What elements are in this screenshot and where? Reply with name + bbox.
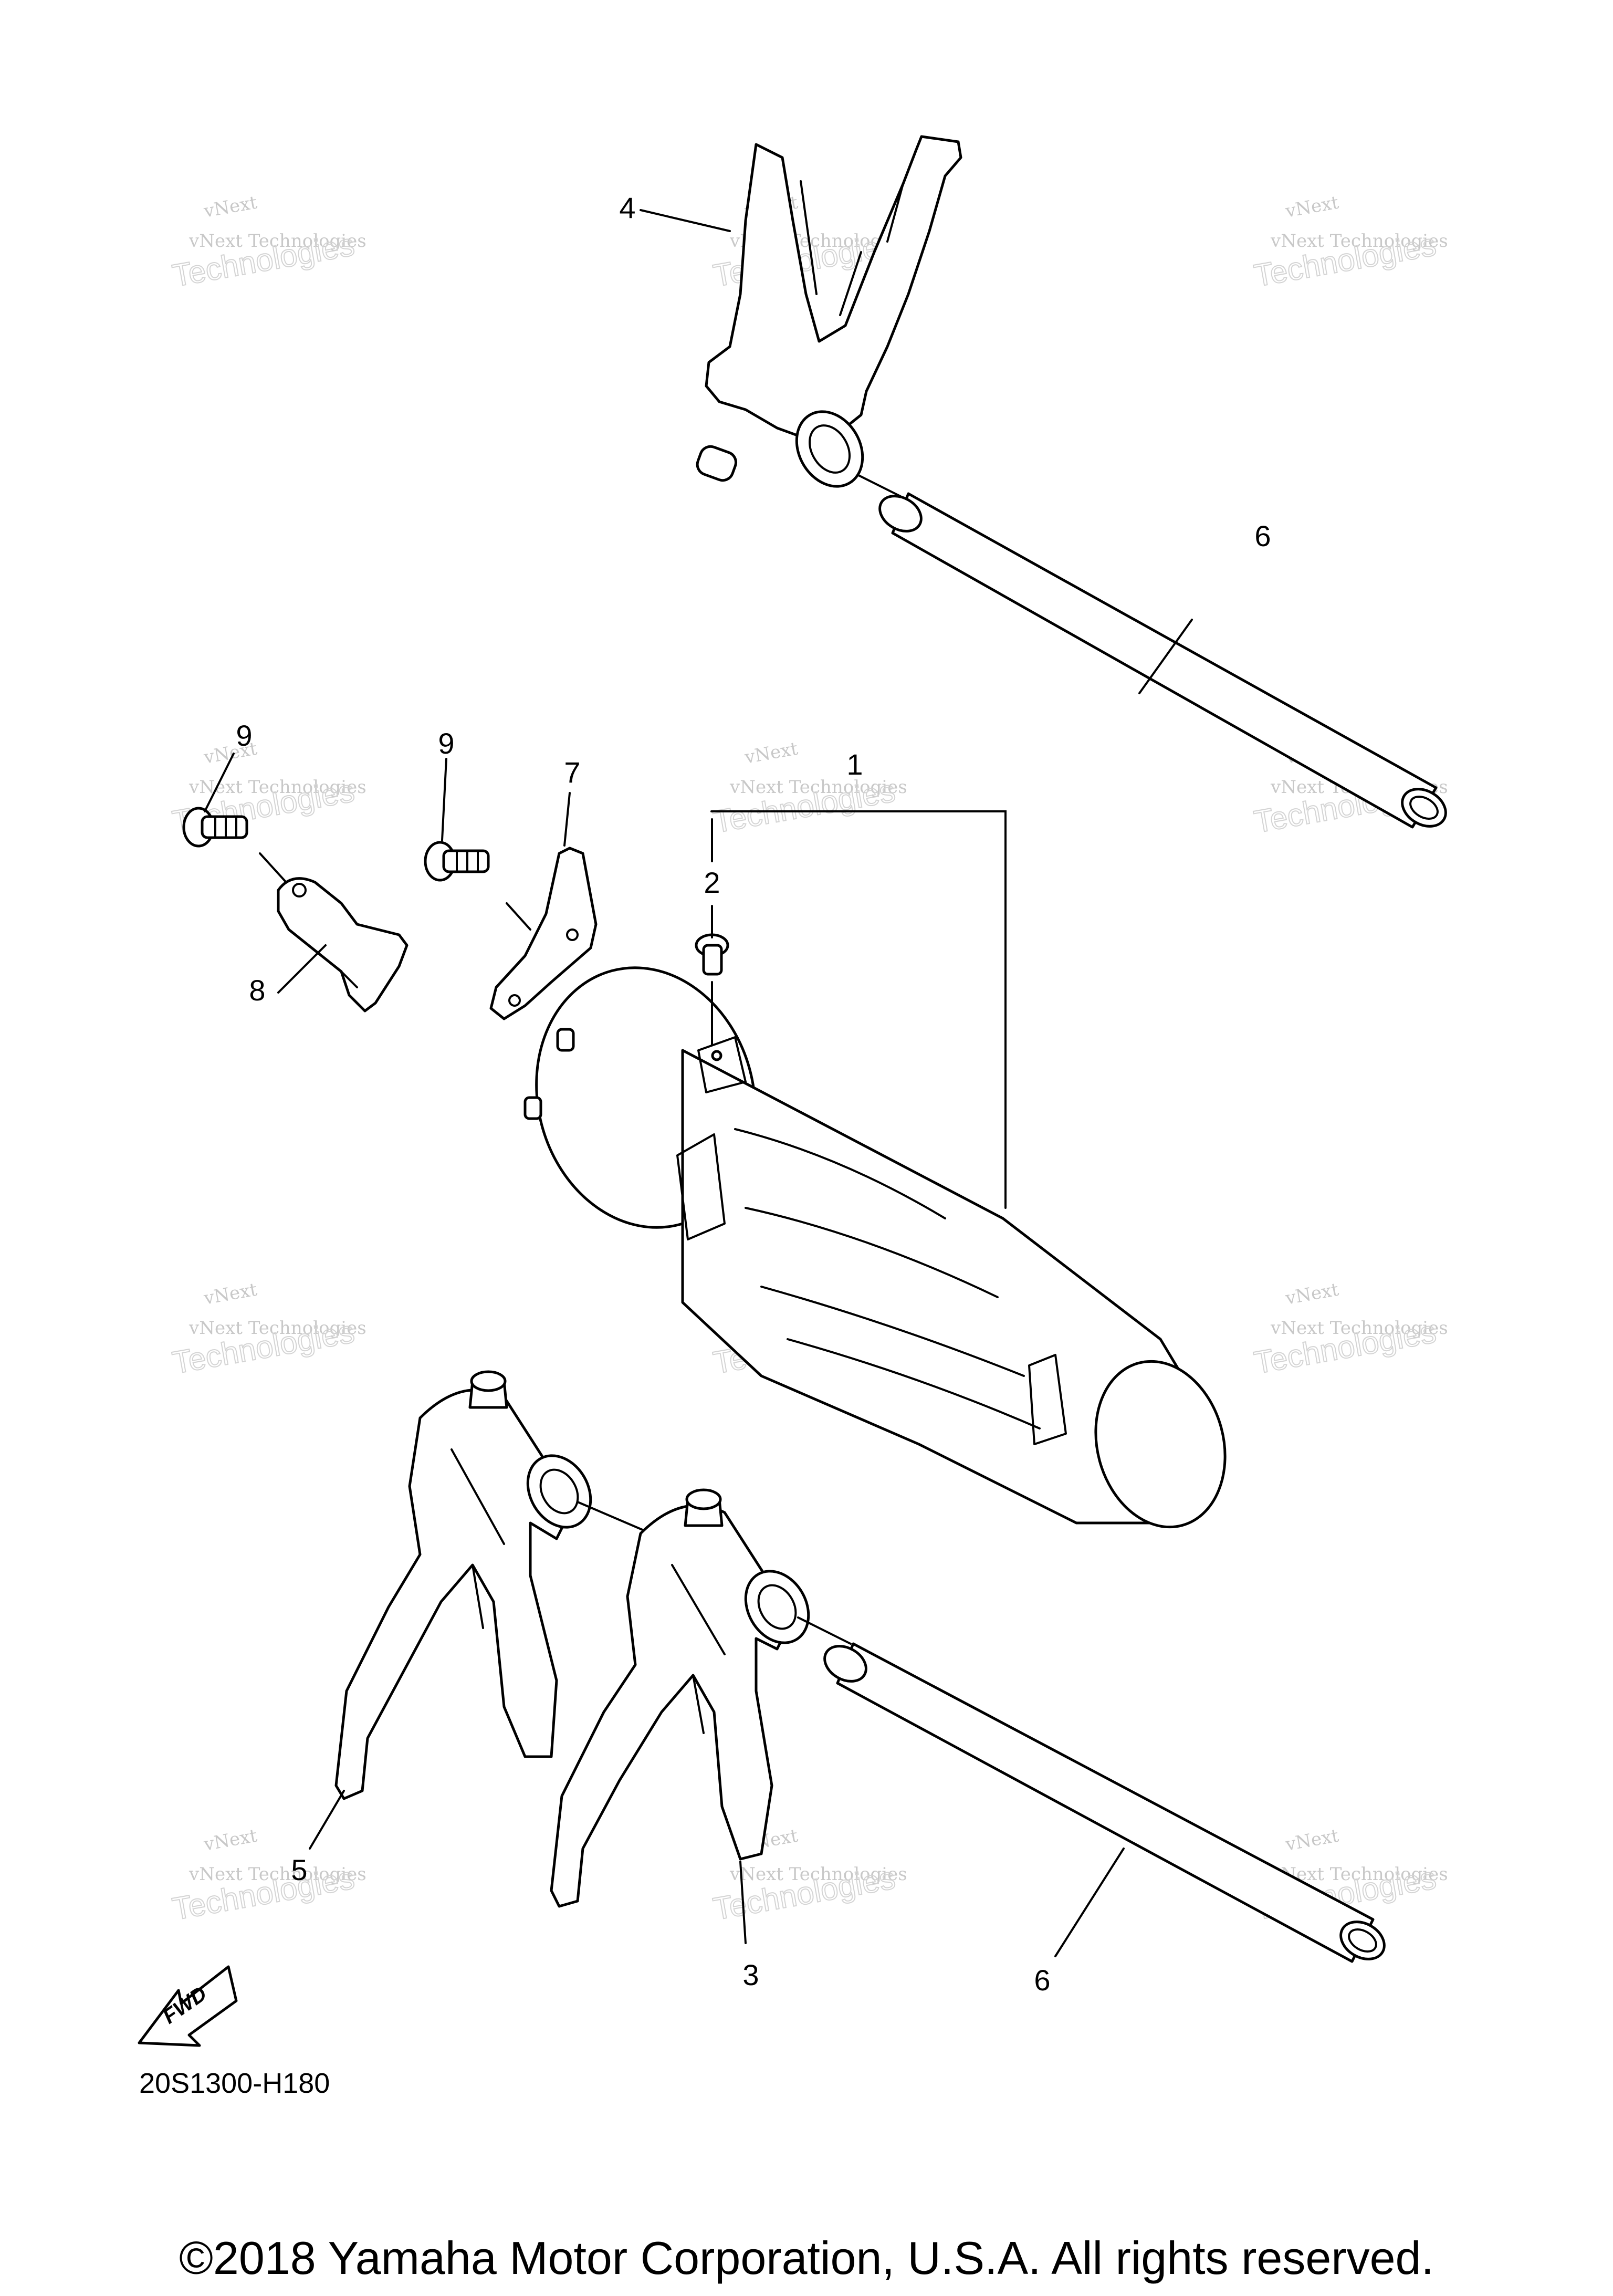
- callout-7: 7: [564, 756, 580, 789]
- part-6-lower-shift-fork-shaft: [823, 1642, 1386, 1963]
- callout-6-upper: 6: [1254, 519, 1271, 552]
- callout-3: 3: [742, 1958, 759, 1991]
- copyright-notice: ©2018 Yamaha Motor Corporation, U.S.A. A…: [179, 2232, 1434, 2284]
- fwd-arrow-icon: FWD: [138, 1965, 238, 2047]
- svg-text:vNext: vNext: [742, 738, 800, 768]
- part-6-upper-shift-fork-shaft: [878, 492, 1447, 829]
- part-3-shift-fork: [550, 1488, 810, 1908]
- svg-text:vNext Technologies: vNext Technologies: [1270, 231, 1448, 252]
- svg-text:vNext: vNext: [202, 192, 259, 222]
- part-8-segment-plate: [277, 877, 409, 1013]
- part-1-bracket: [710, 810, 1007, 1209]
- leader-line: [204, 753, 235, 812]
- part-4-shift-fork: [696, 135, 962, 488]
- part-1-shift-drum: [523, 966, 1227, 1529]
- svg-text:vNext Technologies: vNext Technologies: [729, 777, 907, 798]
- callout-8: 8: [249, 974, 265, 1007]
- leader-line: [1054, 1848, 1125, 1957]
- svg-text:vNext: vNext: [202, 1825, 259, 1855]
- leader-line: [506, 902, 531, 931]
- callout-9-left: 9: [236, 719, 252, 752]
- watermark: vNext vNext Technologies Technologies: [169, 1279, 366, 1381]
- part-5-shift-fork: [334, 1370, 592, 1800]
- svg-text:vNext Technologies: vNext Technologies: [188, 1318, 366, 1339]
- part-9-bolt: [424, 841, 490, 882]
- svg-text:vNext: vNext: [1283, 192, 1340, 222]
- callout-9-right: 9: [438, 727, 454, 760]
- callout-5: 5: [291, 1853, 307, 1886]
- svg-text:vNext Technologies: vNext Technologies: [188, 1864, 366, 1885]
- part-7-stopper-plate: [489, 847, 598, 1020]
- callout-2: 2: [704, 866, 720, 899]
- leader-line: [577, 1501, 652, 1535]
- svg-text:vNext Technologies: vNext Technologies: [729, 1864, 907, 1885]
- svg-text:vNext Technologies: vNext Technologies: [1270, 1318, 1448, 1339]
- watermark: vNext vNext Technologies Technologies: [710, 738, 907, 840]
- leader-line: [640, 209, 731, 232]
- watermark: vNext vNext Technologies Technologies: [169, 1825, 366, 1927]
- svg-text:vNext: vNext: [202, 1279, 259, 1309]
- leader-line: [441, 758, 447, 841]
- leader-line: [797, 1616, 852, 1645]
- svg-text:vNext: vNext: [1283, 1279, 1340, 1309]
- leader-line: [259, 852, 287, 883]
- watermark: vNext vNext Technologies Technologies: [169, 192, 366, 294]
- svg-text:vNext Technologies: vNext Technologies: [188, 777, 366, 798]
- leader-line: [563, 792, 571, 847]
- leader-line: [277, 944, 327, 994]
- leader-line: [309, 1790, 345, 1850]
- callout-6-lower: 6: [1034, 1964, 1050, 1997]
- svg-text:vNext Technologies: vNext Technologies: [188, 231, 366, 252]
- svg-text:vNext: vNext: [1283, 1825, 1340, 1855]
- drawing-code: 20S1300-H180: [139, 2068, 330, 2099]
- callout-4: 4: [619, 191, 635, 224]
- watermark: vNext vNext Technologies Technologies: [1251, 192, 1448, 294]
- leader-line: [739, 1861, 747, 1944]
- leader-line: [1138, 619, 1193, 694]
- part-2-pin: [695, 933, 729, 976]
- part-9-bolt: [182, 807, 248, 848]
- watermark: vNext vNext Technologies Technologies: [1251, 1279, 1448, 1381]
- callout-1: 1: [846, 748, 863, 781]
